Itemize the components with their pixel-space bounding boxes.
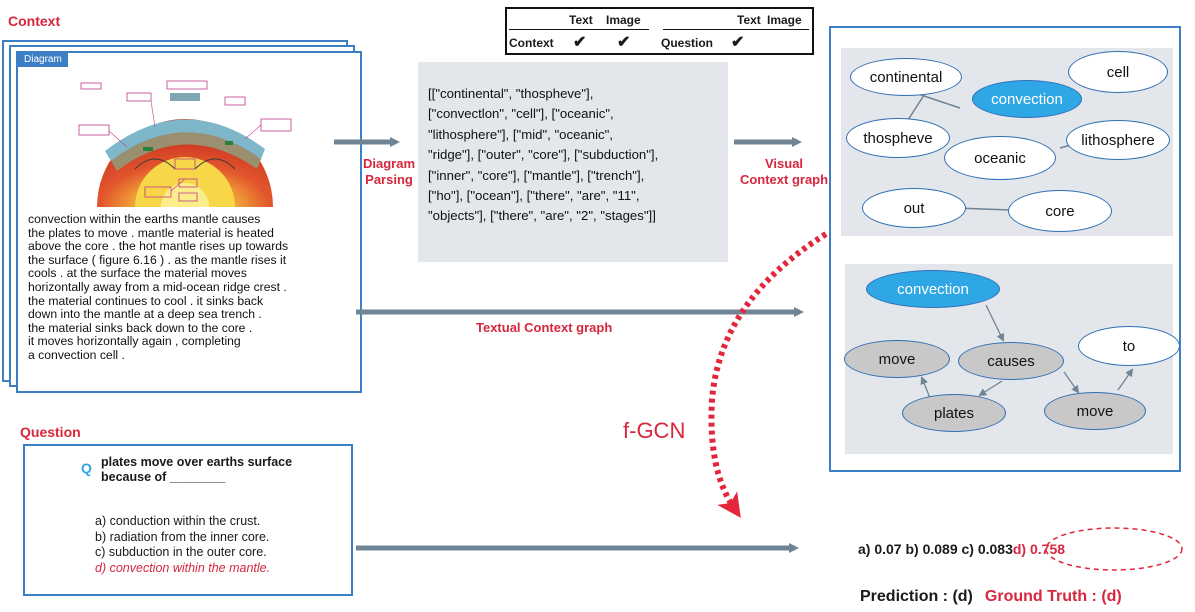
question-stem: plates move over earths surface because …: [101, 455, 292, 485]
diagram-parsing-label-line: Parsing: [365, 172, 413, 187]
parse-line: ["inner", "core"], ["mantle"], ["trench"…: [428, 167, 645, 183]
diagram-parse-output: [["continental", "thospheve"], ["convect…: [418, 62, 728, 262]
textual-node-move-2: move: [1044, 392, 1146, 430]
textual-node-to: to: [1078, 326, 1180, 366]
parse-line: "ridge"], ["outer", "core"], ["subductio…: [428, 147, 659, 163]
answer-option-b: b) radiation from the inner core.: [95, 529, 270, 544]
table-rule: [509, 29, 649, 30]
check-context-text-icon: ✔: [573, 34, 587, 51]
question-title: Question: [20, 424, 81, 440]
check-context-image-icon: ✔: [617, 34, 631, 51]
context-line: it moves horizontally again , completing: [28, 334, 241, 349]
ground-truth-text: Ground Truth : (d): [984, 588, 1122, 605]
header-question-image: Image: [767, 13, 802, 27]
prediction-line: Prediction : (d) Ground Truth : (d): [860, 588, 1122, 606]
parse-line: ["convectlon", "cell"], ["oceanic",: [428, 106, 614, 122]
header-context-text: Text: [569, 13, 593, 27]
visual-context-graph-label: Visual Context graph: [726, 156, 842, 188]
question-stem-line: because of ________: [101, 470, 226, 484]
parse-line: [["continental", "thospheve"],: [428, 86, 594, 101]
question-card: Q plates move over earths surface becaus…: [23, 444, 353, 596]
answer-option-c: c) subduction in the outer core.: [95, 545, 267, 559]
edge-continental-thospheve: [907, 91, 927, 121]
edge-plates-move: [920, 376, 931, 399]
context-line: a convection cell .: [28, 347, 125, 362]
visual-graph-label-line: Context graph: [739, 172, 829, 187]
textual-context-graph-label: Textual Context graph: [476, 320, 613, 335]
parse-line: ["ho"], ["ocean"], ["there", "are", "11"…: [428, 188, 640, 204]
visual-node-out: out: [862, 188, 966, 228]
header-question-text: Text: [737, 13, 761, 27]
answer-options: a) conduction within the crust. b) radia…: [95, 514, 270, 576]
check-question-text-icon: ✔: [731, 34, 745, 51]
diagram-parsing-label-line: Diagram: [362, 156, 416, 171]
context-line: horizontally away from a mid-ocean ridge…: [28, 279, 287, 294]
score-d: d) 0.758: [1012, 541, 1066, 557]
textual-node-move: move: [844, 340, 950, 378]
diagram-tag: Diagram: [18, 53, 68, 67]
edge-causes-move: [1063, 371, 1080, 394]
context-line: cools . at the surface the material move…: [28, 266, 247, 281]
parse-line: "objects"], ["there", "are", "2", "stage…: [428, 208, 656, 224]
scores-abc: a) 0.07 b) 0.089 c) 0.083: [858, 541, 1013, 557]
earth-cross-section-diagram: [78, 80, 292, 207]
parse-line: "lithosphere"], ["mid", "oceanic",: [428, 126, 613, 142]
context-title: Context: [8, 13, 61, 29]
edge-move-to: [1117, 368, 1134, 391]
answer-scores: a) 0.07 b) 0.089 c) 0.083d) 0.758: [858, 541, 1065, 557]
edge-convection-causes: [985, 304, 1004, 342]
context-passage: convection within the earths mantle caus…: [28, 212, 363, 363]
visual-graph-label-line: Visual: [764, 156, 804, 171]
context-line: the surface ( figure 6.16 ) . as the man…: [28, 252, 287, 267]
visual-node-convection: convection: [972, 80, 1082, 118]
diagram-parsing-label: Diagram Parsing: [356, 156, 422, 188]
context-line: above the core . the hot mantle rises up…: [28, 239, 289, 254]
fgcn-label: f-GCN: [623, 418, 686, 443]
prediction-text: Prediction : (d): [860, 588, 973, 605]
table-rule: [663, 29, 809, 30]
visual-node-oceanic: oceanic: [944, 136, 1056, 180]
row-label-question: Question: [661, 36, 714, 50]
textual-node-convection: convection: [866, 270, 1000, 308]
row-label-context: Context: [509, 36, 554, 50]
answer-option-a: a) conduction within the crust.: [95, 514, 261, 528]
context-line: down into the mantle at a deep sea trenc…: [28, 307, 262, 322]
textual-node-plates: plates: [902, 394, 1006, 432]
visual-node-cell: cell: [1068, 51, 1168, 93]
visual-node-continental: continental: [850, 58, 962, 96]
context-line: convection within the earths mantle caus…: [28, 212, 261, 226]
context-card: Diagram: [16, 51, 362, 393]
visual-node-core: core: [1008, 190, 1112, 232]
context-line: the plates to move . mantle material is …: [28, 225, 274, 240]
header-context-image: Image: [606, 13, 641, 27]
answer-option-d: d) convection within the mantle.: [95, 560, 271, 575]
modality-table: Text Image Text Image Context ✔ ✔ Questi…: [505, 7, 814, 55]
visual-node-lithosphere: lithosphere: [1066, 120, 1170, 160]
question-stem-line: plates move over earths surface: [101, 455, 293, 469]
fgcn-curve: [708, 231, 828, 518]
edge-causes-plates: [978, 380, 1003, 397]
visual-node-thospheve: thospheve: [846, 118, 950, 158]
score-highlight-ellipse: [1045, 527, 1183, 571]
textual-node-causes: causes: [958, 342, 1064, 380]
question-q-mark: Q: [81, 460, 92, 476]
context-line: the material sinks back down to the core…: [28, 320, 253, 335]
context-line: the material continues to cool . it sink…: [28, 293, 264, 308]
